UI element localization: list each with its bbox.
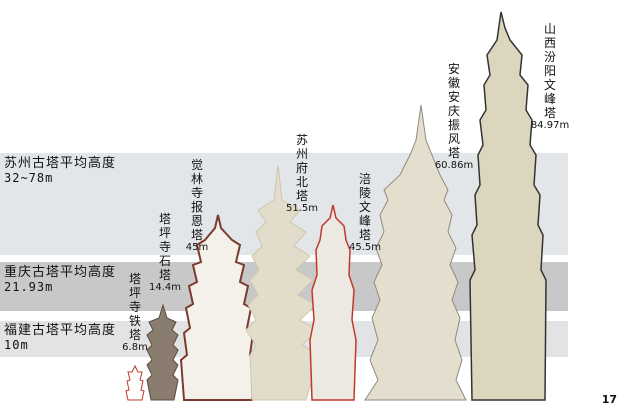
pagoda-height: 45m <box>185 242 209 253</box>
faded-pagoda <box>245 164 321 401</box>
pagoda-name: 山西汾阳文峰塔 <box>543 22 556 120</box>
zhenfeng-pagoda <box>364 104 467 401</box>
pagoda-height: 6.8m <box>122 342 148 353</box>
pagoda-height: 60.86m <box>434 160 474 171</box>
stone-pagoda <box>146 303 179 401</box>
pagoda-name: 涪陵文峰塔 <box>358 172 371 242</box>
avg-value: 32~78m <box>4 171 54 185</box>
avg-value: 10m <box>4 338 29 352</box>
pagoda-height: 45.5m <box>348 242 381 253</box>
pagoda-name: 塔坪寺石塔 <box>158 212 171 282</box>
wenfeng-pagoda <box>469 11 547 401</box>
page-number: 17 <box>601 393 617 406</box>
pagoda-name: 安徽安庆振风塔 <box>447 62 460 160</box>
iron-pagoda <box>125 364 145 401</box>
pagoda-height: 14.4m <box>148 282 181 293</box>
pagoda-height: 51.5m <box>285 203 318 214</box>
avg-value: 21.93m <box>4 280 54 294</box>
avg-title: 苏州古塔平均高度 <box>4 156 117 171</box>
avg-title: 重庆古塔平均高度 <box>4 265 117 280</box>
avg-title: 福建古塔平均高度 <box>4 323 117 338</box>
pagoda-height: 84.97m <box>530 120 570 131</box>
pagoda-name: 苏州府北塔 <box>295 133 308 203</box>
pagoda-name: 觉林寺报恩塔 <box>190 158 203 242</box>
fuling-pagoda <box>309 204 357 401</box>
jueling-pagoda <box>179 214 258 401</box>
pagoda-name: 塔坪寺铁塔 <box>128 272 141 342</box>
